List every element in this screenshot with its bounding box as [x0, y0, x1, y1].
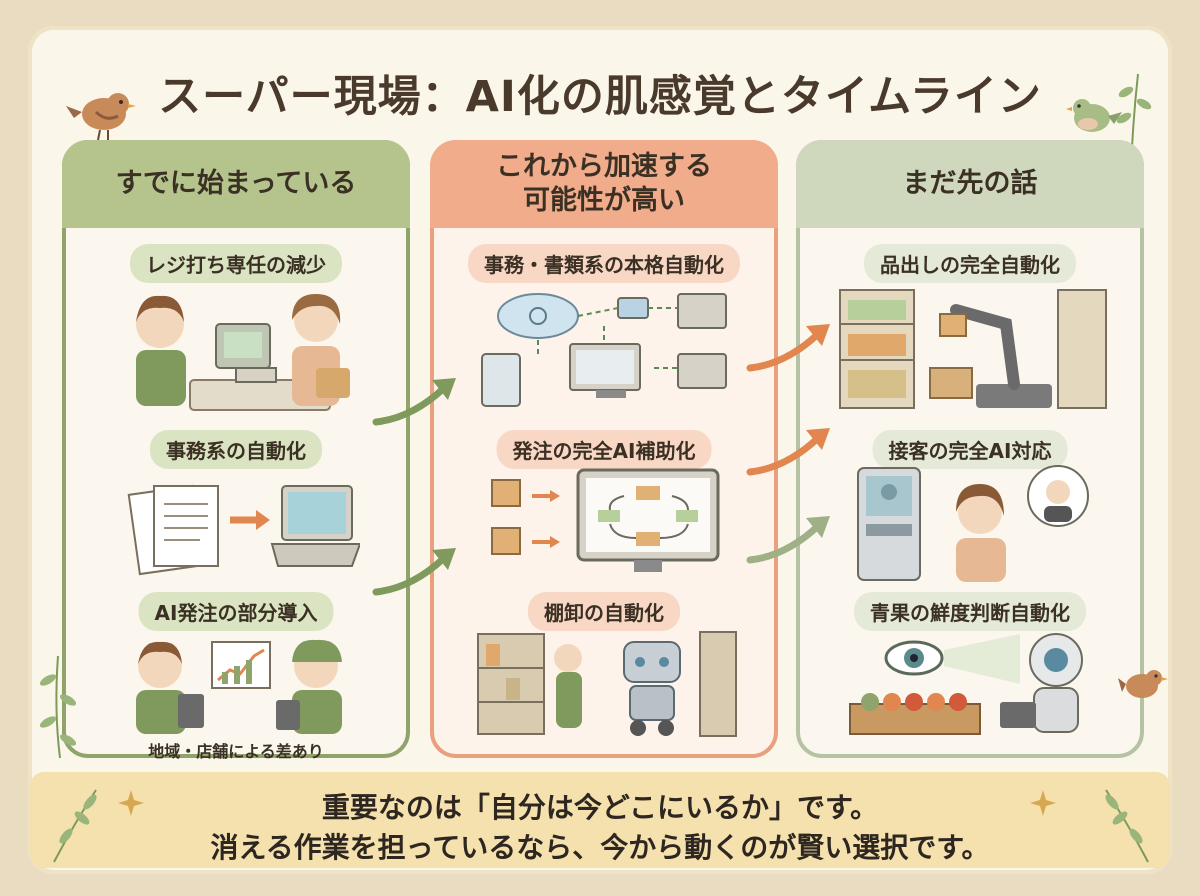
office-automation-illustration — [127, 484, 360, 576]
sparkle-icon — [118, 790, 144, 816]
page-title: スーパー現場：AI化の肌感覚とタイムライン — [158, 72, 1042, 122]
column-already-started: すでに始まっている レジ打ち専任の減少 事務系の自動化 AI発注の部分導入 — [62, 140, 410, 761]
leaf-sprig-icon-left — [39, 655, 76, 759]
column-heading: まだ先の話 — [796, 140, 1144, 228]
freshness-inspection-illustration — [849, 633, 1083, 735]
stocking-robot-illustration — [839, 289, 1107, 409]
arrow-icon — [372, 378, 456, 426]
cashier-illustration — [136, 294, 350, 411]
arrow-icon — [746, 516, 830, 564]
arrow-icon — [372, 548, 456, 596]
footer-line-1: 重要なのは「自分は今どこにいるか」です。 — [321, 791, 879, 824]
item-label: レジ打ち専任の減少 — [130, 244, 342, 283]
leaf-sprig-icon-footer-left — [53, 789, 97, 863]
bird-icon-bottom-right — [1118, 670, 1168, 698]
item-label: 事務・書類系の本格自動化 — [468, 244, 740, 283]
inventory-robot-illustration — [477, 631, 737, 737]
column-heading: これから加速する 可能性が高い — [430, 140, 778, 228]
item-label: 事務系の自動化 — [150, 430, 322, 469]
leaf-sprig-icon-right — [1116, 73, 1152, 149]
arrow-icon — [746, 324, 830, 372]
bird-icon-right — [1066, 99, 1122, 132]
column-future: まだ先の話 品出しの完全自動化 接客の完全AI対応 青果の鮮度判断自動化 — [796, 140, 1144, 758]
item-label: AI発注の部分導入 — [138, 592, 334, 631]
bird-icon-left — [66, 93, 136, 141]
footer-banner — [30, 772, 1170, 868]
ai-customer-service-illustration — [857, 465, 1089, 582]
arrow-icon — [746, 428, 830, 476]
column-heading-line2: 可能性が高い — [523, 185, 685, 216]
sparkle-icon — [1030, 790, 1056, 816]
column-heading-line1: これから加速する — [496, 151, 712, 183]
item-label: 青果の鮮度判断自動化 — [854, 592, 1086, 631]
footer-line-2: 消える作業を担っているなら、今から動くのが賢い選択です。 — [210, 831, 990, 864]
item-label: 発注の完全AI補助化 — [496, 430, 712, 469]
ai-ordering-illustration — [136, 639, 342, 734]
leaf-sprig-icon-footer-right — [1105, 789, 1149, 863]
column-accelerating: これから加速する 可能性が高い 事務・書類系の本格自動化 発注の完全AI補助化 … — [430, 140, 778, 758]
item-label: 棚卸の自動化 — [528, 592, 680, 631]
item-label: 接客の完全AI対応 — [872, 430, 1068, 469]
regional-note: 地域・店舗による差あり — [148, 742, 324, 761]
ordering-flow-illustration — [491, 468, 720, 572]
cloud-network-illustration — [481, 293, 727, 407]
item-label: 品出しの完全自動化 — [864, 244, 1076, 283]
column-heading: すでに始まっている — [62, 140, 410, 228]
